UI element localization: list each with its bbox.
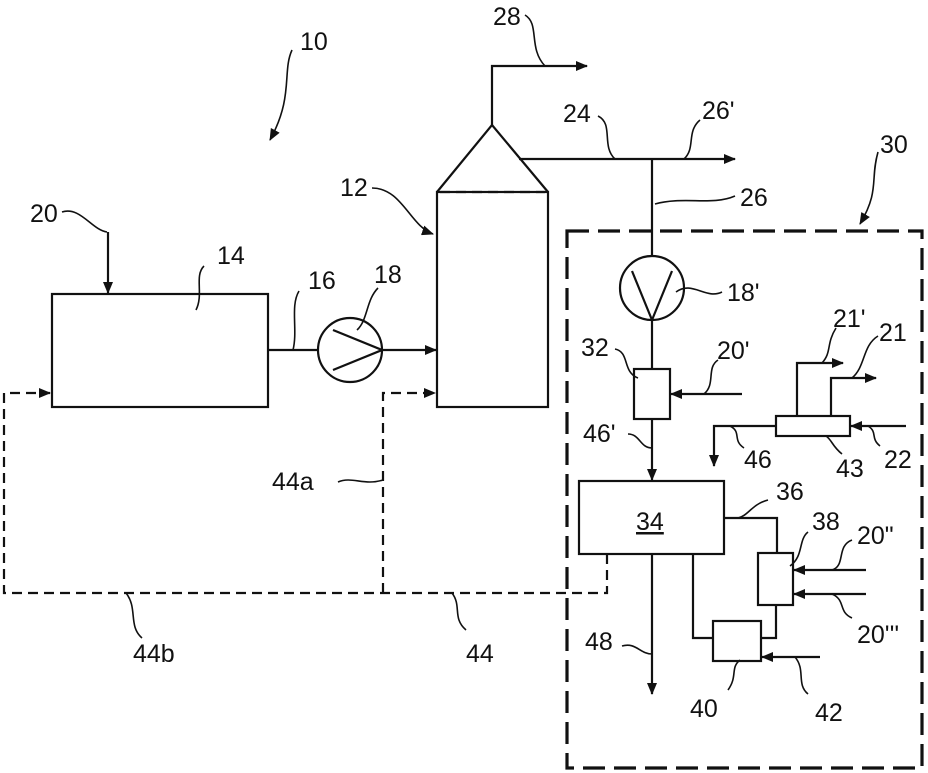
leader-42 — [794, 656, 809, 695]
label-10: 10 — [300, 28, 328, 56]
label-44: 44 — [466, 640, 494, 668]
leader-26p — [683, 119, 701, 160]
leader-20ppp — [831, 593, 853, 619]
leader-38 — [789, 531, 809, 567]
label-21: 21 — [879, 319, 907, 347]
label-14: 14 — [217, 242, 245, 270]
line-38-40 — [761, 605, 778, 640]
label-28: 28 — [493, 3, 521, 31]
stream-21-line — [829, 373, 877, 416]
leader-40 — [727, 659, 741, 691]
reactor-12 — [435, 123, 550, 409]
label-40: 40 — [690, 695, 718, 723]
leader-24 — [597, 115, 616, 160]
vessel-14 — [50, 292, 270, 409]
label-46p: 46' — [583, 420, 616, 448]
leader-21p — [821, 327, 837, 364]
line-44 — [2, 388, 609, 595]
pump-18-prime — [618, 254, 686, 323]
subsystem-boundary — [565, 229, 924, 770]
label-18p: 18' — [727, 279, 760, 307]
label-43: 43 — [836, 455, 864, 483]
leader-44 — [451, 592, 467, 631]
leader-14 — [195, 265, 205, 311]
stream-21p-line — [795, 358, 844, 416]
label-44b: 44b — [133, 640, 175, 668]
leader-48 — [621, 644, 653, 655]
label-20ppp: 20''' — [857, 621, 899, 649]
leader-20pp — [831, 539, 853, 571]
leader-36 — [737, 499, 769, 519]
line-40-34 — [691, 554, 713, 640]
label-12: 12 — [340, 174, 368, 202]
label-44a: 44a — [272, 468, 314, 496]
leader-12 — [371, 187, 434, 236]
label-16: 16 — [308, 267, 336, 295]
label-22: 22 — [884, 446, 912, 474]
label-42: 42 — [815, 699, 843, 727]
line-28 — [490, 61, 588, 125]
line-44a — [381, 388, 436, 593]
label-34: 34 — [636, 508, 664, 536]
label-26: 26 — [740, 184, 768, 212]
label-18: 18 — [374, 261, 402, 289]
leader-44b — [125, 592, 143, 639]
unit-38 — [756, 551, 795, 607]
leader-20p — [703, 359, 719, 395]
leader-30 — [859, 151, 879, 225]
leader-20 — [61, 210, 108, 233]
unit-43 — [774, 414, 852, 438]
unit-34 — [577, 479, 726, 556]
leader-28 — [524, 14, 546, 67]
line-36 — [724, 516, 779, 553]
label-20pp: 20" — [857, 522, 894, 550]
leader-26 — [654, 195, 736, 205]
label-36: 36 — [776, 478, 804, 506]
leader-16 — [292, 290, 300, 351]
label-48: 48 — [585, 628, 613, 656]
line-46 — [709, 424, 776, 467]
label-20: 20 — [30, 200, 58, 228]
label-32: 32 — [581, 334, 609, 362]
leader-46 — [729, 425, 745, 449]
leader-18p — [675, 287, 723, 295]
leader-18 — [356, 287, 379, 331]
leader-22 — [867, 425, 881, 447]
pump-18 — [316, 316, 385, 384]
label-30: 30 — [880, 131, 908, 159]
label-26p: 26' — [702, 97, 735, 125]
leader-10 — [269, 49, 293, 141]
label-24: 24 — [563, 100, 591, 128]
leader-46p — [627, 433, 653, 449]
leader-44a — [337, 479, 384, 483]
unit-32 — [632, 367, 672, 421]
leader-32 — [614, 348, 639, 379]
leader-43 — [825, 435, 843, 455]
label-21p: 21' — [833, 305, 866, 333]
leader-21 — [851, 335, 879, 379]
label-38: 38 — [812, 508, 840, 536]
label-20p: 20' — [717, 337, 750, 365]
label-46: 46 — [744, 446, 772, 474]
unit-40 — [711, 619, 763, 663]
